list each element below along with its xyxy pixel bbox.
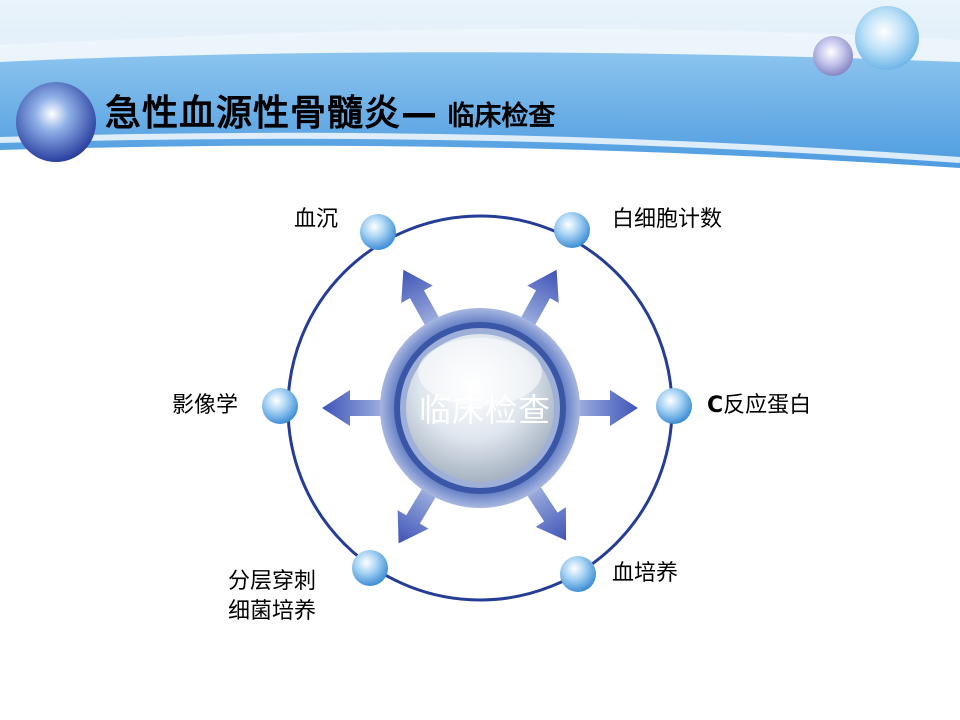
- label-baixibao: 白细胞计数: [612, 207, 723, 232]
- label-crp-text: 反应蛋白: [723, 393, 812, 418]
- label-yingxiang: 影像学: [172, 393, 239, 418]
- arrow-left: [322, 390, 420, 426]
- center-hub: [380, 308, 580, 508]
- center-label: 临床检查: [418, 391, 551, 429]
- label-xuechen: 血沉: [294, 207, 339, 232]
- node-crp: [656, 388, 692, 424]
- header-sphere-large: [16, 82, 96, 162]
- page-title: 急性血源性骨髓炎— 临床检查: [105, 84, 555, 136]
- label-crp-prefix: C: [707, 393, 724, 418]
- header-sphere-purple: [813, 36, 853, 76]
- node-fenceng: [352, 550, 388, 586]
- header-sphere-light: [855, 6, 919, 70]
- label-xuepeiyang: 血培养: [612, 561, 679, 586]
- node-yingxiang: [262, 388, 298, 424]
- label-crp: C反应蛋白: [707, 391, 811, 421]
- arrow-right: [540, 390, 638, 426]
- label-fenceng-line2: 细菌培养: [228, 599, 317, 624]
- label-fenceng-line1: 分层穿刺: [228, 569, 317, 594]
- header-background: [0, 0, 960, 200]
- title-sub: 临床检查: [438, 101, 556, 132]
- node-xuepeiyang: [560, 556, 596, 592]
- title-main: 急性血源性骨髓炎—: [105, 93, 439, 134]
- node-xuechen: [360, 214, 396, 250]
- node-baixibao: [554, 212, 590, 248]
